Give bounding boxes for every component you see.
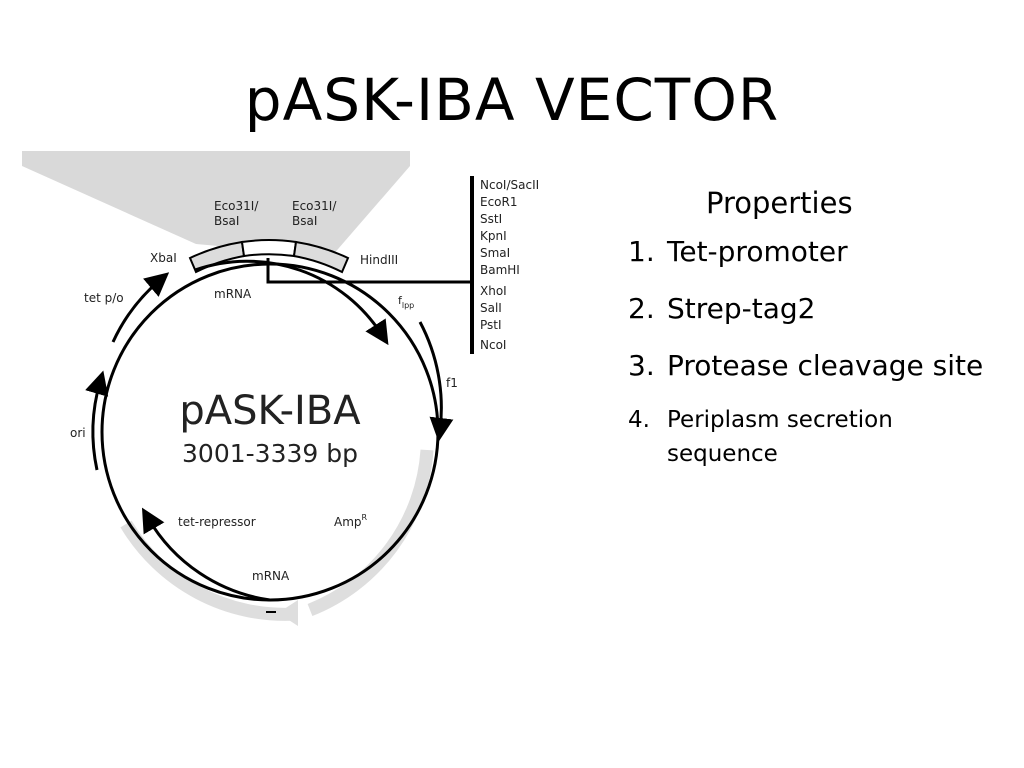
ori-arrow: [85, 370, 109, 471]
mcs-connector-line: [266, 258, 470, 284]
feature-label-mrna-bottom: mRNA: [252, 569, 290, 583]
item-text: Periplasm secretion sequence: [667, 407, 893, 467]
item-number: 3.: [628, 349, 655, 382]
list-item: 2. Strep-tag2: [628, 289, 1008, 329]
feature-label-mrna-top: mRNA: [214, 287, 252, 301]
properties-panel: Properties 1. Tet-promoter 2. Strep-tag2…: [628, 186, 1008, 488]
plasmid-map-diagram: pASK-IBA 3001-3339 bp Eco31I/ BsaI Eco31…: [22, 151, 539, 626]
feature-label-tet-repressor: tet-repressor: [178, 515, 256, 529]
mrna-top-arrow: [194, 259, 389, 346]
plasmid-size: 3001-3339 bp: [182, 439, 358, 468]
tet-po-arrow: [111, 272, 170, 343]
properties-list: 1. Tet-promoter 2. Strep-tag2 3. Proteas…: [628, 232, 1008, 471]
tet-repressor-arrow: [141, 507, 271, 602]
mcs-site: PstI: [480, 318, 502, 332]
item-text: Strep-tag2: [667, 292, 816, 325]
feature-label-f1: f1: [446, 376, 458, 390]
flpp-arrow: [418, 321, 454, 442]
site-label-xbai: XbaI: [150, 251, 177, 265]
list-item: 1. Tet-promoter: [628, 232, 1008, 272]
mcs-site: XhoI: [480, 284, 507, 298]
list-item: 4. Periplasm secretion sequence: [628, 403, 1008, 471]
item-text: Protease cleavage site: [667, 349, 984, 382]
plasmid-name: pASK-IBA: [179, 388, 361, 434]
mcs-site: NcoI/SacII: [480, 178, 539, 192]
mcs-site: KpnI: [480, 229, 507, 243]
feature-label-tet-po: tet p/o: [84, 291, 124, 305]
eco31i-right-box: [292, 240, 350, 274]
site-label-eco31i-left-2: BsaI: [214, 214, 239, 228]
feature-label-flpp: flpp: [398, 294, 414, 310]
slide-title: pASK-IBA VECTOR: [244, 66, 780, 134]
properties-heading: Properties: [706, 186, 853, 220]
mcs-site: SmaI: [480, 246, 510, 260]
item-number: 2.: [628, 292, 655, 325]
mcs-site: NcoI: [480, 338, 506, 352]
site-label-eco31i-left-1: Eco31I/: [214, 199, 259, 213]
mcs-site: SstI: [480, 212, 502, 226]
mcs-site: EcoR1: [480, 195, 518, 209]
mcs-site: SalI: [480, 301, 502, 315]
list-item: 3. Protease cleavage site: [628, 346, 1008, 386]
item-number: 1.: [628, 235, 655, 268]
site-label-hindiii: HindIII: [360, 253, 398, 267]
mcs-center-box: [240, 239, 298, 258]
bottom-mrna-band: [120, 520, 297, 621]
mcs-site-list: NcoI/SacII EcoR1 SstI KpnI SmaI BamHI Xh…: [480, 178, 539, 352]
site-label-eco31i-right-1: Eco31I/: [292, 199, 337, 213]
item-text: Tet-promoter: [667, 235, 848, 268]
zoom-funnel-shape: [22, 151, 410, 256]
mcs-site: BamHI: [480, 263, 520, 277]
feature-label-amp: AmpR: [334, 513, 368, 529]
amp-gene-band: [307, 449, 434, 617]
bottom-arrowhead-gray: [278, 600, 298, 626]
site-label-eco31i-right-2: BsaI: [292, 214, 317, 228]
feature-label-ori: ori: [70, 426, 86, 440]
item-number: 4.: [628, 407, 650, 433]
